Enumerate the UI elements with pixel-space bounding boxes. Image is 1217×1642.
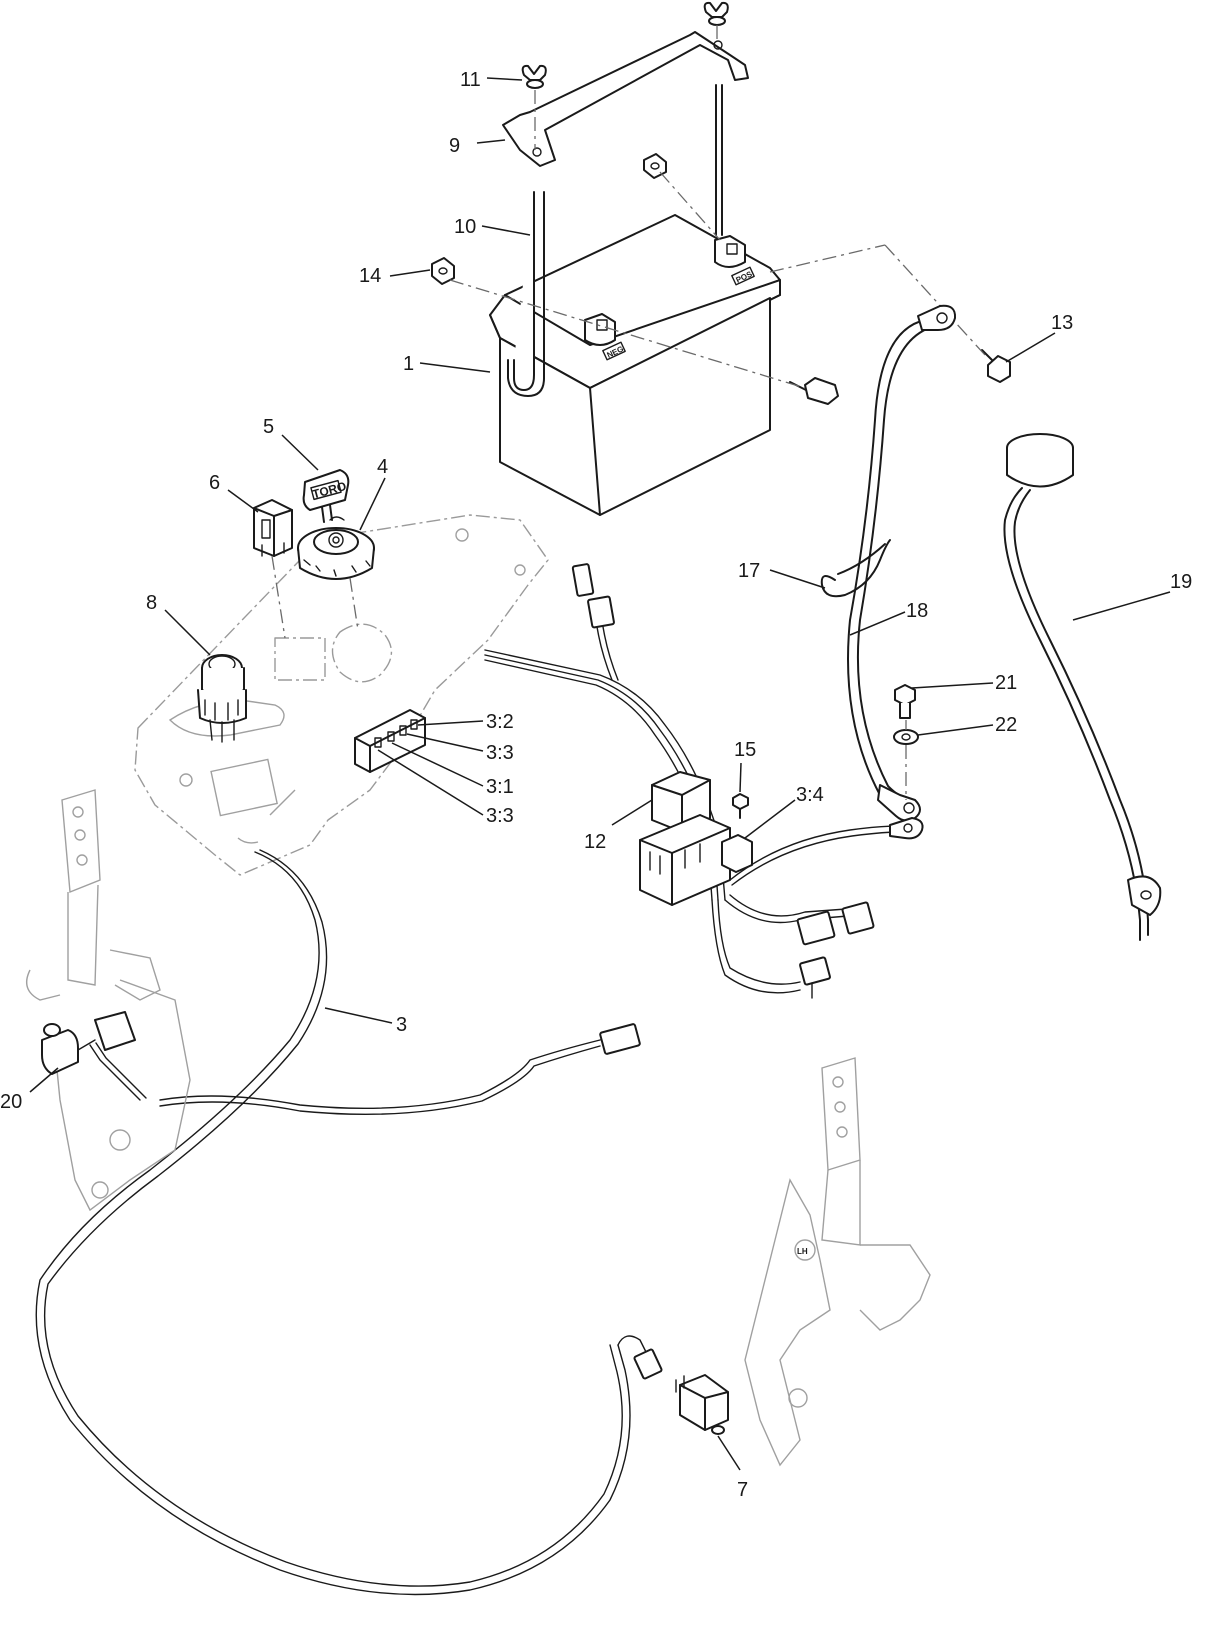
switch-mount-hole [274,637,326,681]
wiring-harness-3 [35,563,924,1596]
callout-11: 11 [460,69,481,91]
right-control-lever-ghost: LH [744,1057,931,1467]
callout-14: 14 [359,265,381,287]
bolt-13 [981,349,1011,383]
screw-15 [732,793,749,810]
callout-20: 20 [0,1091,22,1113]
callout-4: 4 [377,456,388,478]
switch-6 [253,499,293,557]
callout-10: 10 [454,216,476,238]
callout-3-4: 3:4 [796,784,824,806]
hold-down-rods [507,84,723,397]
callout-12: 12 [584,831,606,853]
callout-22: 22 [995,714,1017,736]
callout-18: 18 [906,600,928,622]
callout-13: 13 [1051,312,1073,334]
nut-14 [431,257,455,285]
callout-3-2: 3:2 [486,711,514,733]
callout-7: 7 [737,1479,748,1501]
pto-switch-8 [197,654,247,743]
ignition-key-5: TORO [302,469,350,523]
callout-17: 17 [738,560,760,582]
seat-switch-7 [675,1374,729,1435]
harness-connector-c [799,956,831,986]
callout-3-1: 3:1 [486,776,514,798]
wing-nut-right [703,1,729,26]
callout-5: 5 [263,416,274,438]
callout-15: 15 [734,739,756,761]
callouts: 11 9 10 14 1 13 5 4 6 8 17 18 19 21 22 3… [0,69,1192,1501]
callout-21: 21 [995,672,1017,694]
battery-terminal-positive [714,235,746,268]
harness-connector-seat [633,1348,663,1380]
callout-8: 8 [146,592,157,614]
left-control-lever-ghost [26,789,191,1212]
callout-19: 19 [1170,571,1192,593]
harness-connector-right [599,1023,641,1055]
harness-connector-upper [587,595,615,629]
cable-tie [820,539,891,598]
j-bolt-rod [513,191,535,391]
hold-down-bracket [502,31,749,167]
fuse-3-4 [721,834,753,873]
callout-1: 1 [403,353,414,375]
callout-3-3-a: 3:3 [486,742,514,764]
cable-lug-bottom [877,784,921,822]
leader-lines [29,77,1171,1471]
callout-3-3-b: 3:3 [486,805,514,827]
harness-connector-a [796,910,836,946]
battery-cable-18 [847,304,957,822]
callout-6: 6 [209,472,220,494]
callout-9: 9 [449,135,460,157]
bolt-21 [894,684,916,719]
washer-22 [893,729,919,745]
interlock-switch-20 [41,1011,136,1075]
callout-3: 3 [396,1014,407,1036]
key-switch-mount-hole [331,623,393,683]
harness-connector-top [571,563,595,597]
bolt-negative [789,377,839,405]
lever-lh-mark: LH [797,1247,808,1256]
cable-19-boot [1003,433,1162,941]
wing-nut-left [521,64,547,89]
harness-connector-block [354,709,426,773]
harness-connector-b [841,901,875,935]
key-switch-4 [297,516,375,580]
